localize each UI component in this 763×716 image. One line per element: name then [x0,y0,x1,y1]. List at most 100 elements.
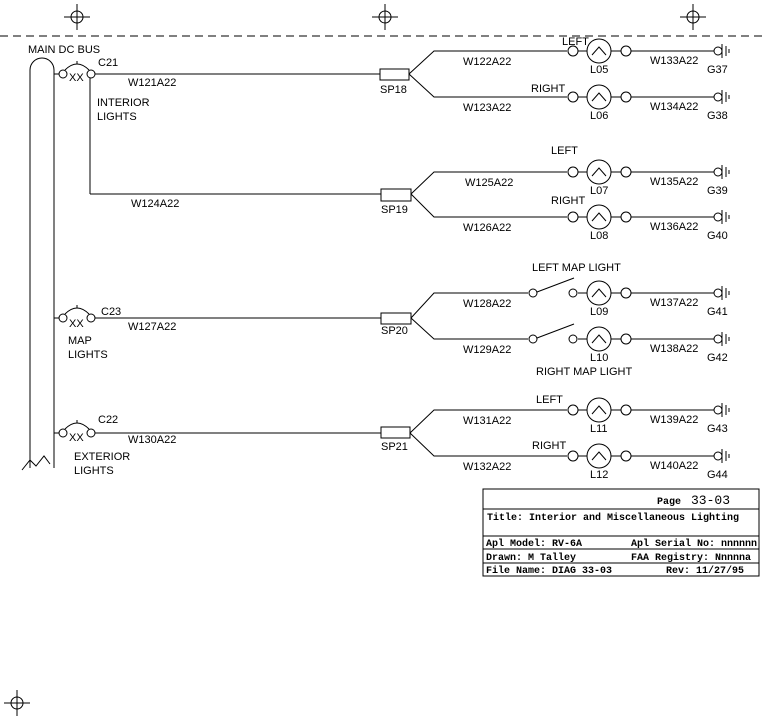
splice-sp18-label: SP18 [380,84,407,96]
lamp-l08 [586,204,612,230]
branch-sp19-left [410,171,567,195]
wire-in-label-l05: W122A22 [463,56,511,68]
ground-terminal-g39 [713,167,723,177]
lamp-filament-l09 [591,288,607,298]
lamp-l11 [586,397,612,423]
breaker-c22-id: C22 [98,414,118,426]
wire-out-label-l11: W139A22 [650,414,698,426]
circuit-label-l07: LEFT [551,145,578,157]
lamp-l09 [586,280,612,306]
revision-date: Rev: 11/27/95 [666,565,744,577]
breaker-c23-xx: XX [69,318,84,330]
main-dc-bus [29,57,55,468]
terminal-in-l11 [567,404,579,416]
terminal-out-l08 [620,211,632,223]
ground-terminal-g43 [713,405,723,415]
splice-sp19 [380,188,412,202]
lamp-l06 [586,84,612,110]
ground-label-g42: G42 [707,352,728,364]
terminal-out-l07 [620,166,632,178]
ground-label-g39: G39 [707,185,728,197]
ground-label-g41: G41 [707,306,728,318]
lamp-label-l11: L11 [590,423,608,435]
lamp-label-l07: L07 [590,185,608,197]
terminal-in-l07 [567,166,579,178]
faa-registry: FAA Registry: Nnnnna [631,552,751,564]
terminal-in-l06 [567,91,579,103]
circuit-label-l09: LEFT MAP LIGHT [532,262,621,274]
page-label: Page [657,497,681,508]
lamp-filament-l05 [591,46,607,56]
registration-mark-top-2 [372,4,398,30]
wire-in-label-l09: W128A22 [463,298,511,310]
ground-label-g37: G37 [707,64,728,76]
wire-out-label-l08: W136A22 [650,221,698,233]
breaker-c21-label-line1: INTERIOR [97,97,150,109]
breaker-c22-label-line1: EXTERIOR [74,451,130,463]
lamp-filament-l07 [591,167,607,177]
breaker-c23-label-line2: LIGHTS [68,349,108,361]
branch-sp18-left [408,50,567,75]
breaker-c23 [54,305,381,323]
lamp-label-l12: L12 [590,469,608,481]
ground-label-g43: G43 [707,423,728,435]
feed-wire-w127: W127A22 [128,321,176,333]
wire-out-label-l05: W133A22 [650,55,698,67]
breaker-c21-xx: XX [69,72,84,84]
lamp-l10 [586,326,612,352]
wire-out-label-l07: W135A22 [650,176,698,188]
branch-sp20-left [410,292,528,319]
ground-label-g44: G44 [707,469,728,481]
terminal-out-l12 [620,450,632,462]
wire-in-label-l08: W126A22 [463,222,511,234]
breaker-c22-xx: XX [69,432,84,444]
switch-left-map-light [528,277,578,298]
breaker-c23-id: C23 [101,306,121,318]
drawing-title: Title: Interior and Miscellaneous Lighti… [487,512,739,524]
breaker-c22-label-line2: LIGHTS [74,465,114,477]
ground-terminal-g41 [713,288,723,298]
bus-label: MAIN DC BUS [28,44,100,56]
terminal-in-l12 [567,450,579,462]
ground-label-g40: G40 [707,230,728,242]
terminal-out-l11 [620,404,632,416]
ground-terminal-g40 [713,212,723,222]
lamp-label-l06: L06 [590,110,608,122]
branch-sp20-right [410,317,528,340]
lamp-label-l09: L09 [590,306,608,318]
terminal-out-l10 [620,333,632,345]
registration-mark-top-1 [64,4,90,30]
wire-out-label-l06: W134A22 [650,101,698,113]
terminal-out-l05 [620,45,632,57]
wire-out-label-l12: W140A22 [650,460,698,472]
splice-sp20 [380,312,412,325]
feed-wire-w121: W121A22 [128,77,176,89]
aircraft-model: Apl Model: RV-6A [486,538,582,550]
ground-label-g38: G38 [707,110,728,122]
page-number: 33-03 [691,493,730,508]
registration-mark-top-3 [680,4,706,30]
breaker-c23-label-line1: MAP [68,335,92,347]
file-name: File Name: DIAG 33-03 [486,565,612,577]
lamp-l12 [586,443,612,469]
bus-break-symbol [21,455,51,471]
breaker-c22 [54,420,381,438]
terminal-in-l08 [567,211,579,223]
circuit-label-l12: RIGHT [532,440,567,452]
splice-sp18 [379,68,410,81]
wire-in-label-l06: W123A22 [463,102,511,114]
ground-terminal-g42 [713,334,723,344]
terminal-out-l06 [620,91,632,103]
wire-out-label-l10: W138A22 [650,343,698,355]
lamp-label-l10: L10 [590,352,608,364]
feed-wire-w130: W130A22 [128,434,176,446]
circuit-label-l10: RIGHT MAP LIGHT [536,366,632,378]
lamp-l07 [586,159,612,185]
wire-out-label-l09: W137A22 [650,297,698,309]
